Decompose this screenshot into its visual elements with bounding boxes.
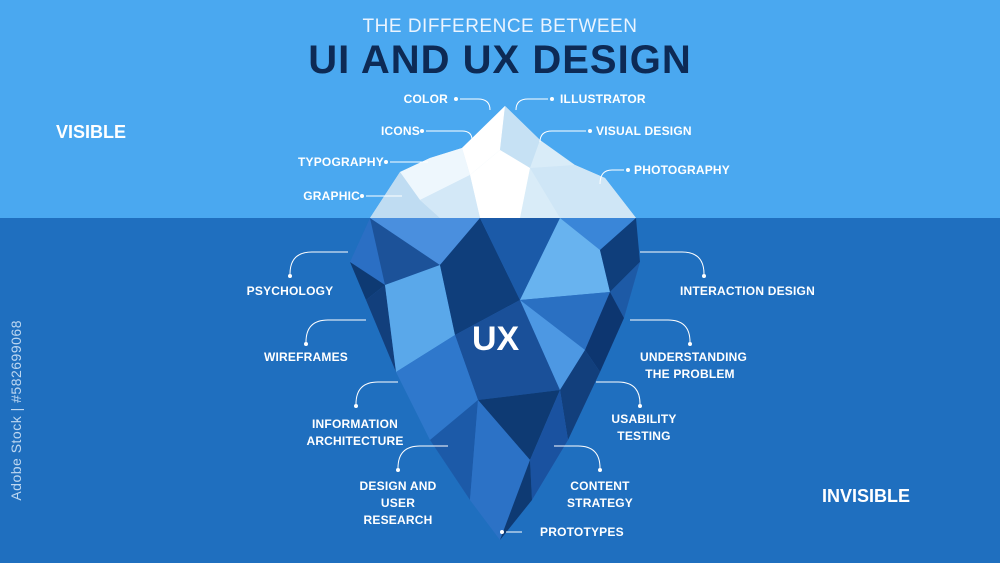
- ux-item-usability-testing: USABILITY TESTING: [611, 412, 677, 443]
- iceberg-body: [350, 218, 640, 540]
- ui-item-typography: TYPOGRAPHY: [297, 155, 384, 169]
- ux-item-design-user-research: DESIGN AND USER RESEARCH: [359, 479, 437, 527]
- page-title: UI AND UX DESIGN: [308, 38, 692, 82]
- ux-item-content-strategy: CONTENT STRATEGY: [566, 479, 634, 510]
- connector-lines: [289, 98, 705, 533]
- ux-item-wireframes: WIREFRAMES: [264, 350, 348, 364]
- ui-item-photography: PHOTOGRAPHY: [634, 163, 730, 177]
- ux-item-psychology: PSYCHOLOGY: [246, 284, 334, 298]
- ux-item-prototypes: PROTOTYPES: [540, 525, 624, 539]
- ui-item-color: COLOR: [403, 92, 448, 106]
- ui-item-icons: ICONS: [380, 124, 420, 138]
- invisible-label: INVISIBLE: [822, 486, 911, 506]
- visible-label: VISIBLE: [56, 122, 127, 142]
- iceberg-tip: [370, 106, 636, 218]
- ux-item-information-architecture: INFORMATION ARCHITECTURE: [306, 417, 404, 448]
- ui-label: UI: [480, 165, 514, 203]
- watermark-text: Adobe Stock | #582699068: [8, 320, 24, 501]
- ux-label: UX: [472, 320, 520, 358]
- subtitle: THE DIFFERENCE BETWEEN: [362, 16, 638, 37]
- ux-item-interaction-design: INTERACTION DESIGN: [680, 284, 815, 298]
- connector-dots: [288, 97, 706, 534]
- ui-item-illustrator: ILLUSTRATOR: [560, 92, 646, 106]
- ux-item-understanding-the-problem: UNDERSTANDING THE PROBLEM: [640, 350, 748, 381]
- ui-item-graphic: GRAPHIC: [303, 189, 360, 203]
- ui-item-visual-design: VISUAL DESIGN: [596, 124, 692, 138]
